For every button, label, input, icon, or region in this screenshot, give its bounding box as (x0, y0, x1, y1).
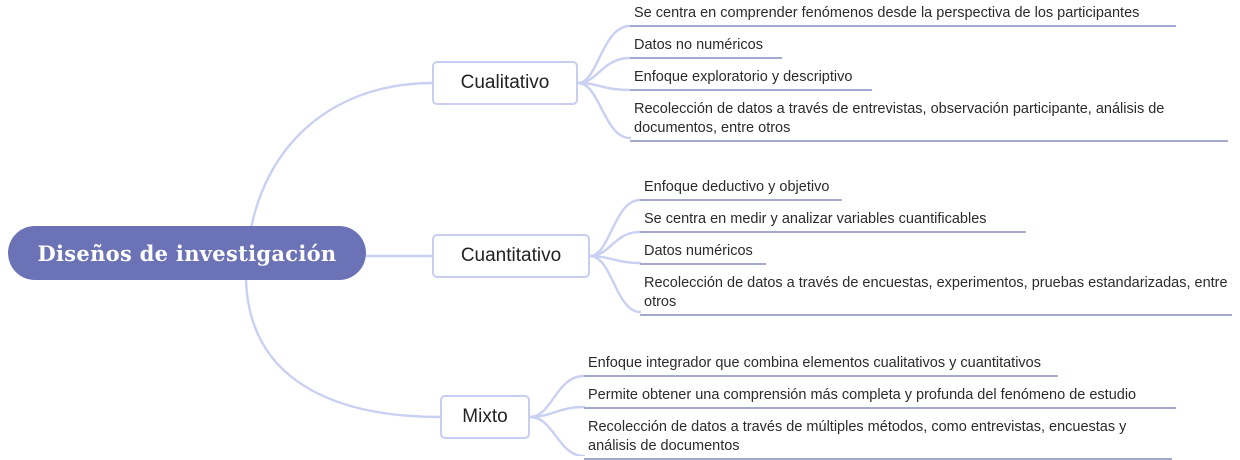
leaf-text: Recolección de datos a través de entrevi… (634, 101, 1165, 136)
connector-cuantitativo-leaf-3 (588, 254, 642, 265)
connector-cuantitativo-leaf-4 (588, 254, 642, 314)
branch-node-mixto[interactable]: Mixto (440, 395, 530, 439)
branch-label-cualitativo: Cualitativo (460, 72, 550, 93)
connector-mixto-leaf-1 (528, 374, 586, 419)
leaf-item[interactable]: Recolección de datos a través de encuest… (640, 274, 1232, 316)
leaf-item[interactable]: Permite obtener una comprensión más comp… (584, 386, 1176, 409)
connector-root-to-mixto (244, 278, 442, 419)
leaf-item[interactable]: Datos no numéricos (630, 36, 782, 59)
leaf-item[interactable]: Recolección de datos a través de entrevi… (630, 100, 1228, 142)
leaf-item[interactable]: Datos numéricos (640, 242, 766, 265)
leaf-underline (584, 407, 1176, 409)
leaf-underline (630, 57, 782, 59)
leaf-text: Datos numéricos (644, 243, 753, 259)
leaf-text: Se centra en comprender fenómenos desde … (634, 5, 1140, 21)
leaf-underline (640, 231, 1026, 233)
connector-cualitativo-leaf-2 (576, 56, 632, 85)
leaf-item[interactable]: Enfoque exploratorio y descriptivo (630, 68, 872, 91)
leaf-item[interactable]: Enfoque deductivo y objetivo (640, 178, 842, 201)
leaf-text: Recolección de datos a través de encuest… (644, 275, 1228, 310)
leaf-underline (640, 263, 766, 265)
branch-node-cualitativo[interactable]: Cualitativo (432, 61, 578, 105)
connector-cualitativo-leaf-4 (576, 81, 632, 140)
leaf-underline (630, 89, 872, 91)
leaf-item[interactable]: Recolección de datos a través de múltipl… (584, 418, 1172, 460)
leaf-underline (630, 140, 1228, 142)
leaf-underline (640, 199, 842, 201)
leaf-text: Recolección de datos a través de múltipl… (588, 419, 1127, 454)
leaf-item[interactable]: Se centra en comprender fenómenos desde … (630, 4, 1176, 27)
leaf-text: Enfoque exploratorio y descriptivo (634, 69, 853, 85)
connector-cualitativo-leaf-1 (576, 24, 632, 85)
connector-mixto-leaf-2 (528, 405, 586, 419)
leaf-text: Enfoque integrador que combina elementos… (588, 355, 1041, 371)
root-node-label: Diseños de investigación (37, 240, 337, 266)
connector-cuantitativo-leaf-2 (588, 230, 642, 258)
leaf-text: Permite obtener una comprensión más comp… (588, 387, 1137, 403)
connector-mixto-leaf-3 (528, 415, 586, 456)
leaf-item[interactable]: Enfoque integrador que combina elementos… (584, 354, 1058, 377)
leaf-underline (640, 314, 1232, 316)
leaf-text: Se centra en medir y analizar variables … (644, 211, 987, 227)
root-node[interactable]: Diseños de investigación (8, 226, 366, 280)
connector-cualitativo-leaf-3 (576, 81, 632, 92)
leaf-text: Enfoque deductivo y objetivo (644, 179, 830, 195)
branch-node-cuantitativo[interactable]: Cuantitativo (432, 234, 590, 278)
branch-label-mixto: Mixto (462, 406, 508, 427)
branch-label-cuantitativo: Cuantitativo (460, 245, 562, 266)
leaf-underline (630, 25, 1176, 27)
leaf-text: Datos no numéricos (634, 37, 763, 53)
connector-cuantitativo-leaf-1 (588, 198, 642, 258)
leaf-underline (584, 375, 1058, 377)
leaf-item[interactable]: Se centra en medir y analizar variables … (640, 210, 1026, 233)
